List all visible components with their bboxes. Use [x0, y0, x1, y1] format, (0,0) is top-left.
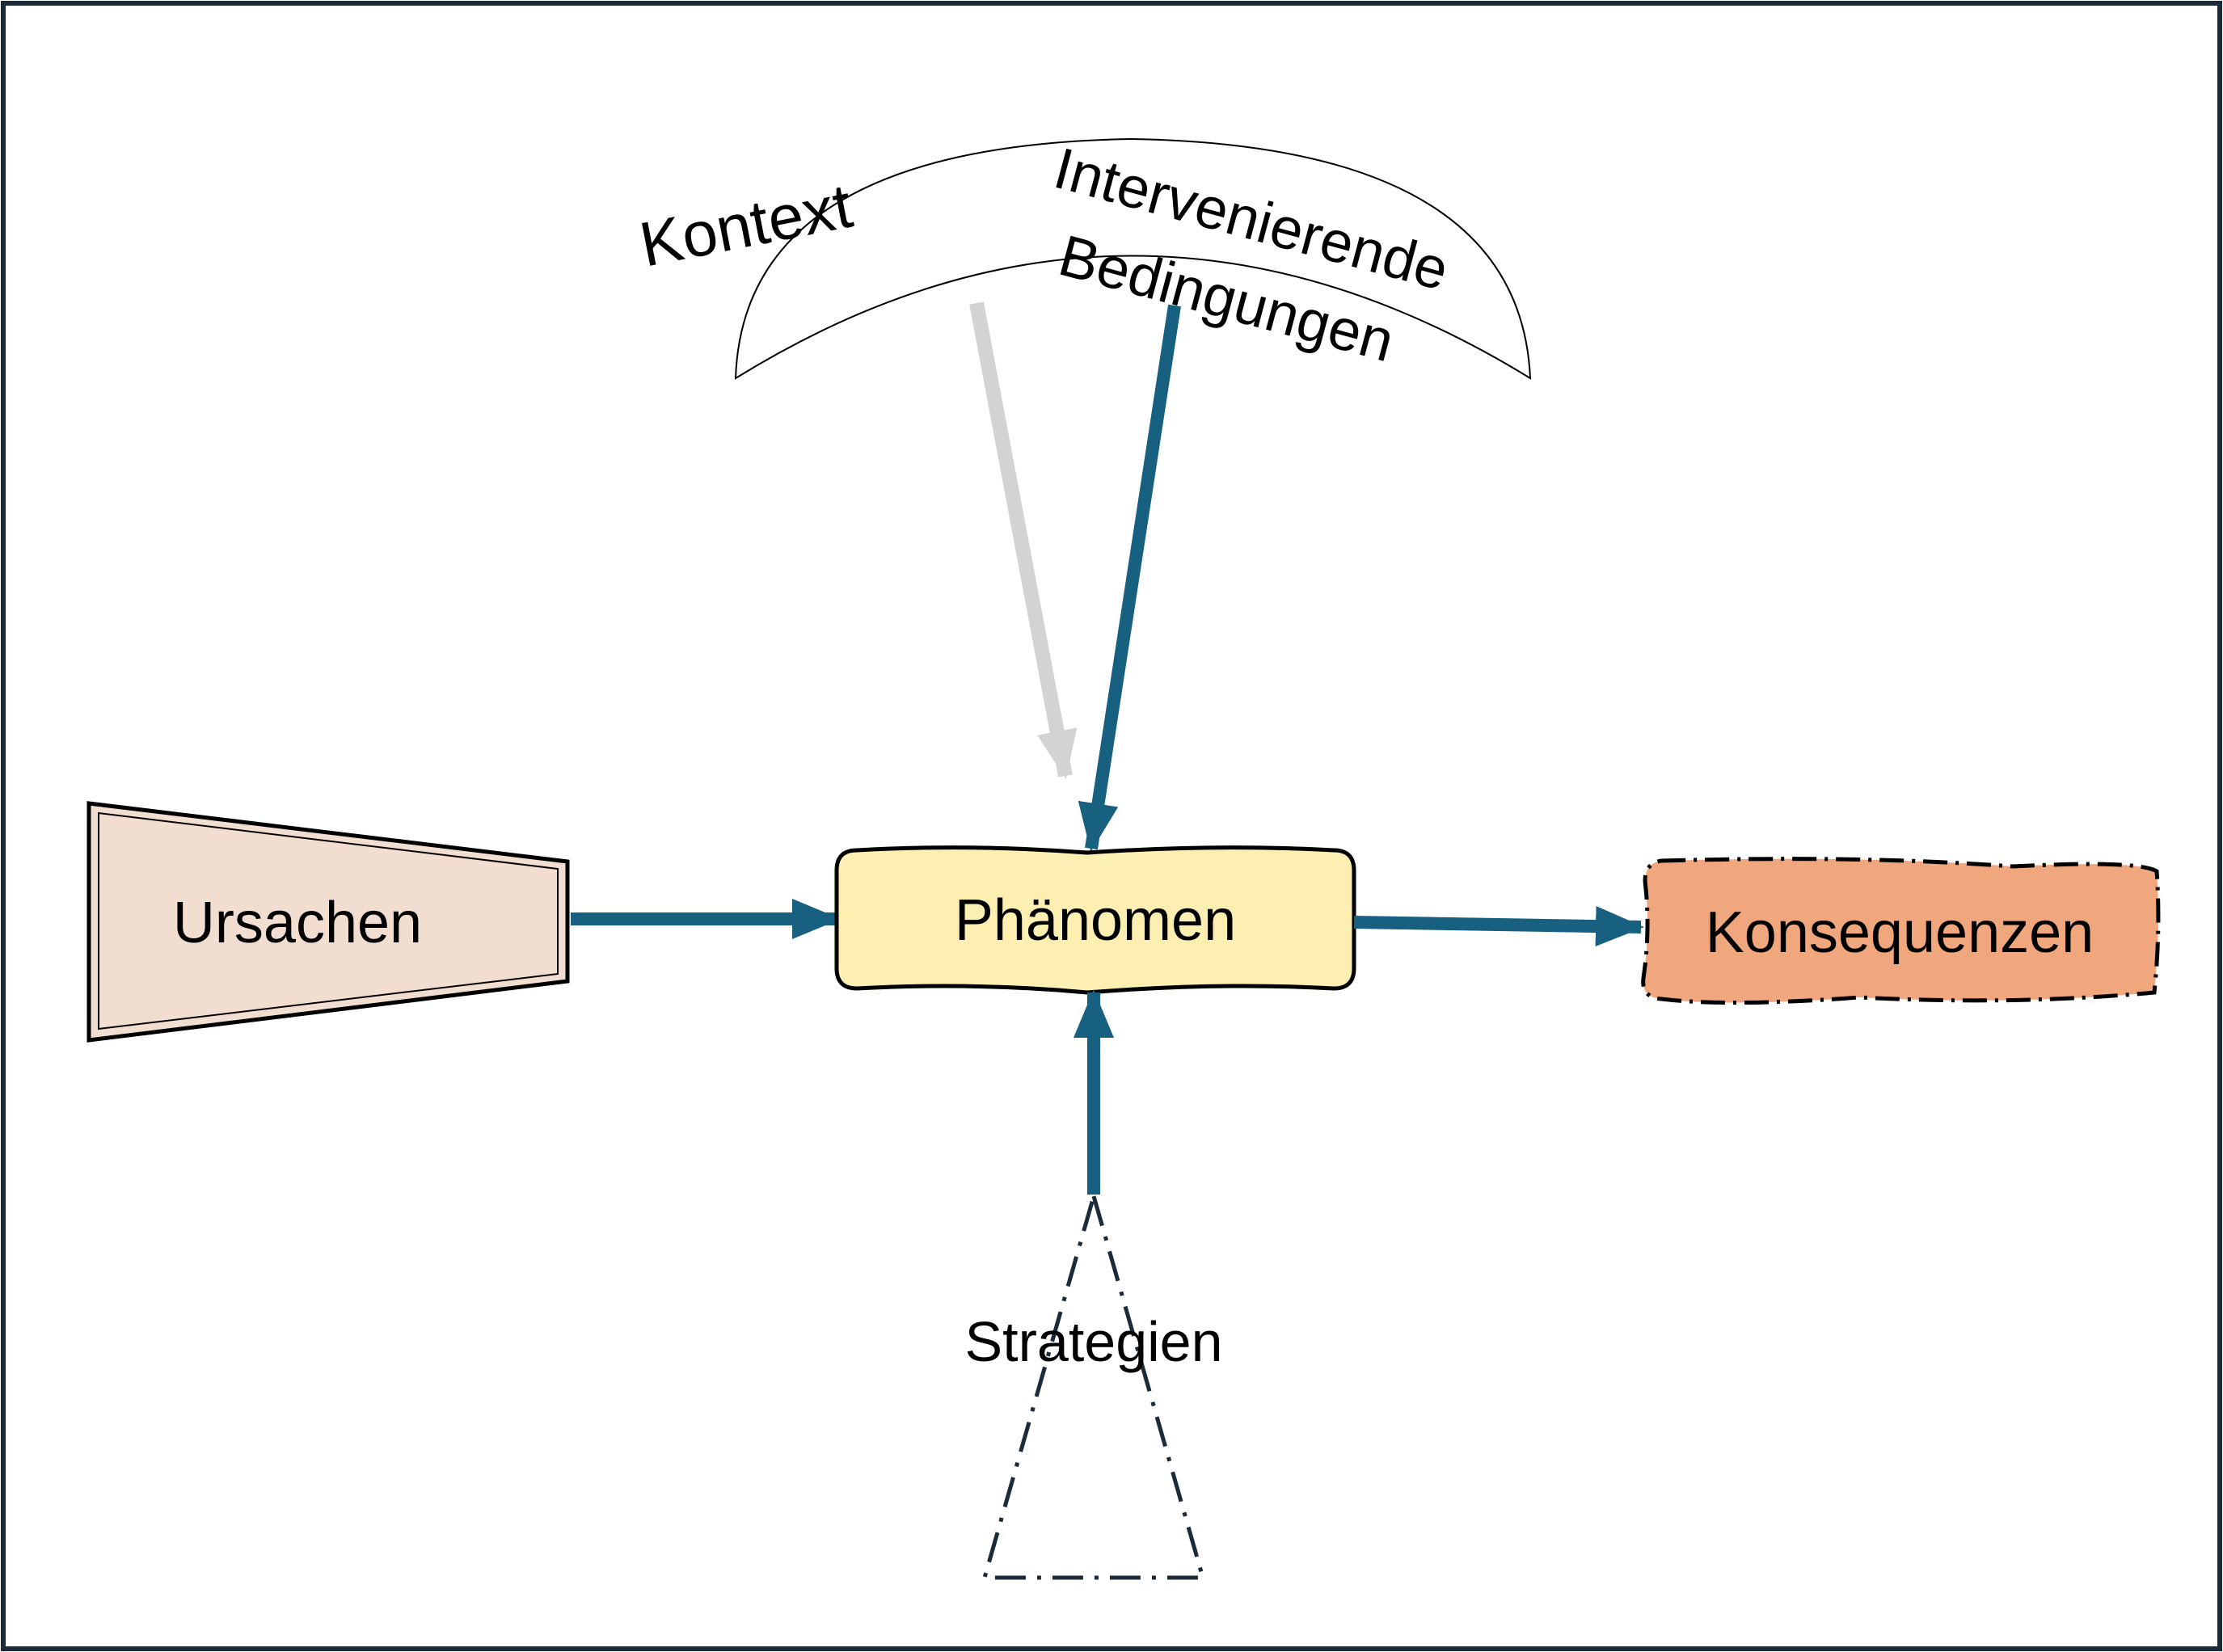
bedingungen-arrow: [1078, 304, 1181, 852]
konsequenzen-arrow: [1353, 906, 1644, 947]
ursachen-label: Ursachen: [173, 891, 422, 955]
context-arc-shape: [734, 137, 1532, 380]
ursachen-inner-border: [98, 811, 559, 1030]
phaenomen-shape: [834, 845, 1356, 995]
phaenomen-label: Phänomen: [955, 888, 1236, 953]
konsequenzen-shape: [1641, 857, 2161, 1005]
kontext-arrow: [969, 301, 1078, 779]
strategien-shape: [981, 1188, 1206, 1580]
konsequenzen-label: Konsequenzen: [1706, 900, 2094, 965]
strategien-label: Strategien: [964, 1310, 1222, 1373]
ursachen-shape: [86, 801, 570, 1043]
